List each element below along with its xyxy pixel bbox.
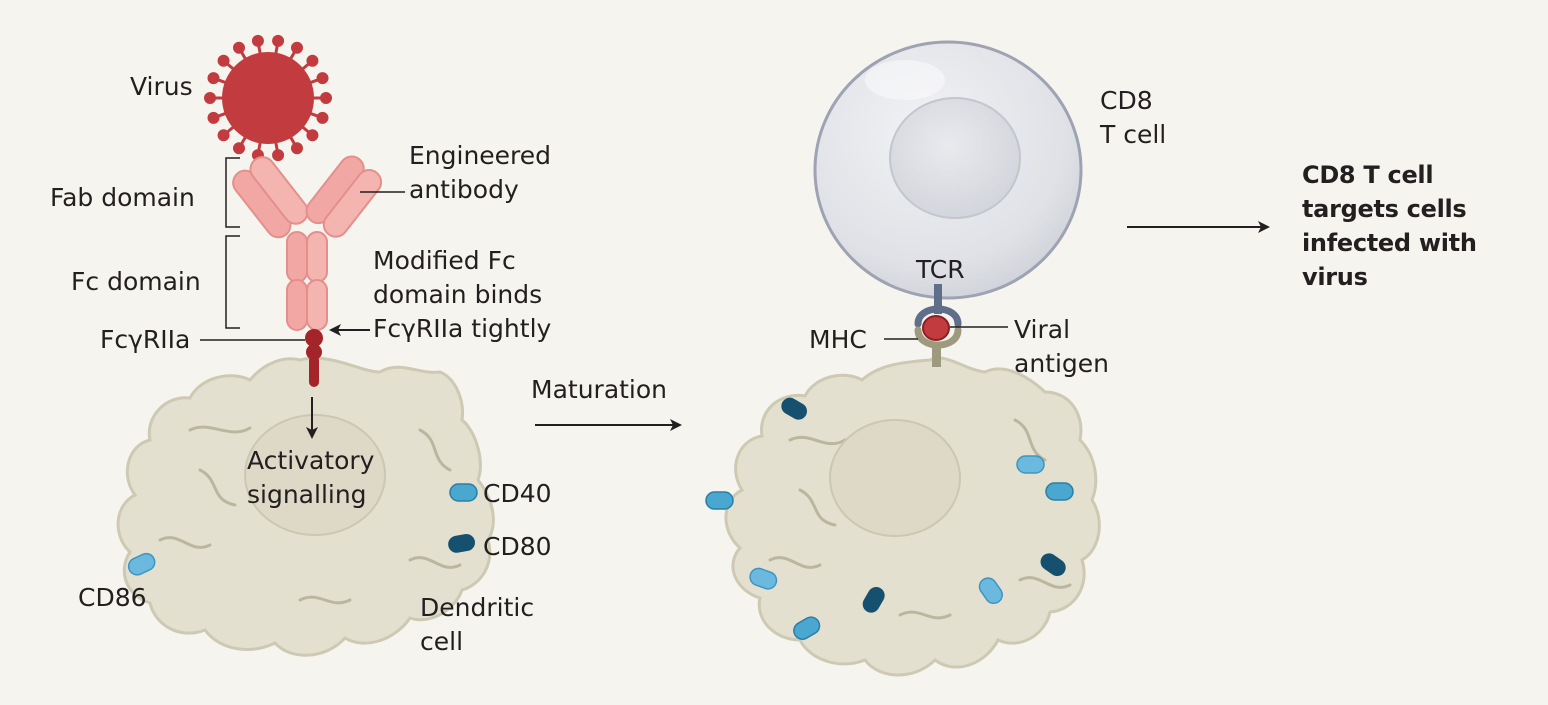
fcgriia-receptor <box>305 329 323 387</box>
maturation-label: Maturation <box>531 375 668 404</box>
fab-bracket <box>225 157 240 228</box>
tcr-cup <box>914 305 962 328</box>
virus-particle <box>204 34 332 162</box>
dendritic-cell-right <box>724 356 1101 677</box>
cd80-marker <box>862 586 885 613</box>
mhc-cup <box>914 326 962 349</box>
cd80-marker <box>1040 553 1066 577</box>
cd86-marker-left <box>127 552 156 576</box>
modified-fc-label: Modified Fc domain binds FcγRIIa tightly <box>373 246 552 343</box>
engineered-antibody-label: Engineered antibody <box>409 141 552 204</box>
cd8-t-cell <box>813 40 1083 300</box>
viral-antigen-label: Viral antigen <box>1014 315 1110 378</box>
tcr-stalk <box>934 284 942 314</box>
virus-spike-tip <box>306 129 319 142</box>
cd8-t-cell-label: CD8 T cell <box>1100 86 1167 149</box>
cd40-marker <box>1045 482 1074 501</box>
t-cell-nucleus <box>889 97 1021 219</box>
fab-domain-label: Fab domain <box>50 183 195 212</box>
cd40-marker <box>793 616 821 640</box>
engineered-antibody <box>232 155 383 331</box>
virus-body <box>222 52 314 144</box>
viral-antigen-peptide <box>922 315 950 341</box>
dendritic-cell-label: Dendritic cell <box>420 593 535 656</box>
virus-spike-tip <box>207 72 220 85</box>
dendritic-nucleus-right <box>829 419 961 537</box>
virus-spike-tip <box>291 41 303 54</box>
fc-domain-label: Fc domain <box>71 267 201 296</box>
virus-spike-tip <box>233 142 245 155</box>
cd86-marker <box>749 567 778 590</box>
cd80-label: CD80 <box>483 532 552 561</box>
dendritic-nucleus-left <box>244 414 386 536</box>
dendritic-cell-left <box>116 356 495 657</box>
arrows <box>306 221 1270 439</box>
cd40-marker <box>705 491 734 510</box>
virus-label: Virus <box>130 72 193 101</box>
cd40-marker-left <box>449 483 478 502</box>
cd80-marker-left <box>448 534 476 553</box>
fcgriia-label: FcγRIIa <box>100 325 191 354</box>
cd40-label: CD40 <box>483 479 552 508</box>
virus-spike-tip <box>204 92 216 104</box>
tcr-mhc-complex <box>914 284 962 367</box>
virus-spike-tip <box>291 142 303 155</box>
fc-bracket <box>225 235 240 329</box>
virus-spike-tip <box>217 54 230 67</box>
virus-spike-tip <box>272 149 285 162</box>
cd80-marker <box>781 397 808 420</box>
activatory-signalling-label: Activatory signalling <box>247 446 375 509</box>
outcome-text: CD8 T cell targets cells infected with v… <box>1302 161 1477 291</box>
virus-spike-tip <box>316 111 329 124</box>
mhc-label: MHC <box>809 325 867 354</box>
cd86-label: CD86 <box>78 583 147 612</box>
cd86-marker <box>1016 455 1045 474</box>
virus-spike-tip <box>320 92 332 104</box>
virus-spike-tip <box>233 41 245 54</box>
cd86-marker <box>978 577 1003 605</box>
virus-spike-tip <box>207 111 220 124</box>
annotation-lines <box>200 157 1008 341</box>
virus-spike-tip <box>251 34 264 47</box>
virus-spike-tip <box>217 129 230 142</box>
virus-spike-tip <box>306 54 319 67</box>
virus-spike-tip <box>316 72 329 85</box>
costim-molecules <box>127 397 1074 640</box>
tcr-label: TCR <box>916 255 965 284</box>
virus-spike-tip <box>272 34 285 47</box>
mhc-stalk <box>932 345 941 367</box>
